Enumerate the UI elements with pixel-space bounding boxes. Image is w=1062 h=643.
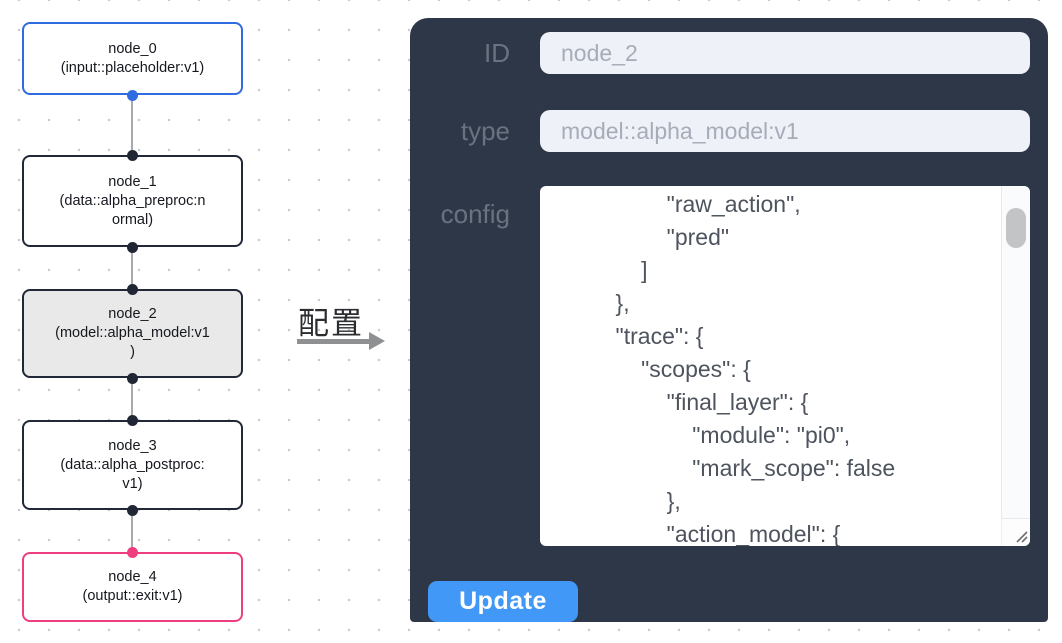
- config-json-textarea[interactable]: "raw_action", "pred" ] }, "trace": { "sc…: [540, 186, 1030, 546]
- json-line: },: [590, 290, 630, 316]
- id-input[interactable]: [540, 32, 1030, 74]
- flow-node-postproc[interactable]: node_3 (data::alpha_postproc: v1): [22, 420, 243, 510]
- handle-node2-top[interactable]: [127, 284, 138, 295]
- json-line: ]: [590, 257, 648, 283]
- handle-node1-top[interactable]: [127, 150, 138, 161]
- node-type-label: (data::alpha_postproc:: [60, 456, 205, 473]
- handle-node2-bottom[interactable]: [127, 373, 138, 384]
- edge-node2-node3: [131, 378, 133, 420]
- node-title: node_2: [108, 306, 157, 322]
- edge-node1-node2: [131, 247, 133, 289]
- node-title: node_3: [108, 437, 157, 454]
- node-title: node_4: [108, 569, 157, 585]
- node-config-panel: ID type config "raw_action", "pred" ] },…: [410, 18, 1048, 622]
- edge-node3-node4: [131, 510, 133, 552]
- edge-node0-node1: [131, 95, 133, 155]
- id-field-label: ID: [484, 38, 510, 68]
- node-type-label: v1): [122, 475, 143, 492]
- type-input[interactable]: [540, 110, 1030, 152]
- node-type-label: ): [130, 344, 135, 360]
- json-line: "pred": [590, 224, 730, 250]
- handle-node3-bottom[interactable]: [127, 505, 138, 516]
- node-type-label: (input::placeholder:v1): [60, 59, 205, 76]
- flow-node-preproc[interactable]: node_1 (data::alpha_preproc:n ormal): [22, 155, 243, 247]
- json-line: },: [590, 488, 681, 514]
- node-title: node_1: [108, 173, 157, 190]
- handle-node0-bottom[interactable]: [127, 90, 138, 101]
- node-type-label: (output::exit:v1): [82, 588, 183, 604]
- json-line: "action_model": {: [590, 521, 841, 546]
- handle-node1-bottom[interactable]: [127, 242, 138, 253]
- type-field-label: type: [460, 116, 510, 146]
- flow-node-model-selected[interactable]: node_2 (model::alpha_model:v1 ): [22, 289, 243, 378]
- node-type-label: ormal): [111, 211, 154, 228]
- vertical-scrollbar-thumb[interactable]: [1006, 208, 1026, 248]
- json-line: "mark_scope": false: [590, 455, 896, 481]
- config-field-label: config: [440, 199, 510, 229]
- handle-node3-top[interactable]: [127, 415, 138, 426]
- handle-node4-top[interactable]: [127, 547, 138, 558]
- right-arrow-icon: [297, 339, 370, 344]
- node-title: node_0: [108, 40, 157, 57]
- flow-node-input[interactable]: node_0 (input::placeholder:v1): [22, 22, 243, 95]
- vertical-scrollbar-track[interactable]: [1001, 186, 1030, 518]
- flow-node-output[interactable]: node_4 (output::exit:v1): [22, 552, 243, 622]
- node-type-label: (data::alpha_preproc:n: [59, 192, 206, 209]
- textarea-resize-corner[interactable]: [1001, 518, 1030, 546]
- json-line: "trace": {: [590, 323, 704, 349]
- json-line: "scopes": {: [590, 356, 751, 382]
- config-json-content: "raw_action", "pred" ] }, "trace": { "sc…: [590, 188, 896, 546]
- right-arrowhead-icon: [369, 332, 385, 350]
- node-type-label: (model::alpha_model:v1: [55, 325, 210, 341]
- configure-annotation-label: 配置: [298, 306, 364, 341]
- update-button[interactable]: Update: [428, 581, 578, 622]
- json-line: "module": "pi0",: [590, 422, 851, 448]
- json-line: "raw_action",: [590, 191, 801, 217]
- resize-grip-icon: [1016, 531, 1028, 543]
- json-line: "final_layer": {: [590, 389, 809, 415]
